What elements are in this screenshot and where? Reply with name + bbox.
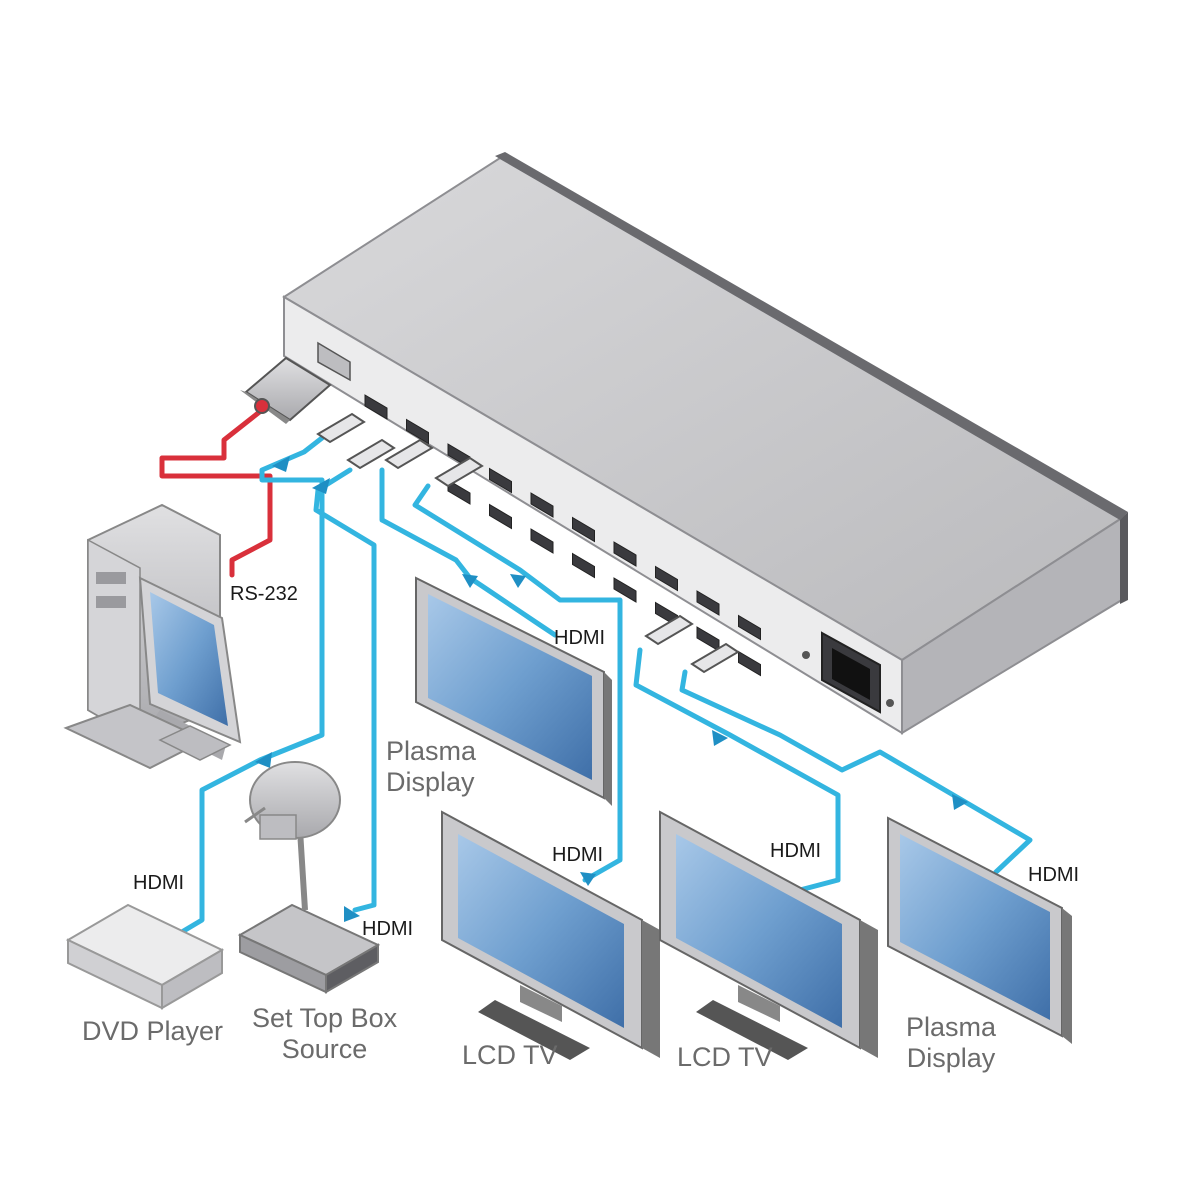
rs232-connector-icon	[240, 356, 332, 424]
caption-plasma-right: Plasma Display	[906, 1012, 997, 1073]
matrix-switcher-device	[282, 152, 1128, 735]
hdmi-label-plasma-right: HDMI	[1028, 864, 1080, 886]
lcd-tv-icon-2	[659, 810, 878, 1060]
hdmi-label-lcd1: HDMI	[552, 844, 604, 866]
caption-lcd-tv-2: LCD TV	[677, 1042, 773, 1072]
hdmi-port	[696, 626, 720, 652]
hdmi-port	[613, 577, 637, 603]
hdmi-port	[738, 650, 761, 677]
dvd-player-icon	[65, 903, 225, 1010]
hdmi-port	[613, 541, 637, 567]
hdmi-plug	[644, 614, 694, 646]
plasma-display-icon-2	[887, 816, 1072, 1044]
hdmi-connector-icon	[316, 412, 740, 674]
hdmi-cable-dvd	[313, 467, 377, 913]
hdmi-label-dvd: HDMI	[133, 872, 185, 894]
hdmi-port	[572, 552, 595, 579]
signal-arrows	[255, 456, 968, 922]
pc-monitor-screen	[150, 592, 228, 726]
hdmi-port	[447, 479, 471, 505]
hdmi-cable-lcd2	[633, 647, 841, 893]
hdmi-port	[530, 528, 554, 554]
hdmi-port	[696, 590, 720, 616]
rs232-cable	[159, 407, 273, 578]
hdmi-port	[364, 394, 388, 420]
rs232-port	[317, 341, 351, 382]
caption-plasma-top: Plasma Display	[386, 736, 477, 797]
hdmi-cable-plasma-right	[679, 669, 1033, 875]
caption-dvd-player: DVD Player	[82, 1016, 224, 1046]
hdmi-label-plasma-top: HDMI	[554, 627, 606, 649]
hdmi-plug	[434, 456, 484, 488]
hdmi-port	[489, 467, 512, 494]
rack-ear-right	[1120, 512, 1128, 604]
pc-computer-icon	[63, 503, 242, 770]
hdmi-label-lcd2: HDMI	[770, 840, 822, 862]
hdmi-port	[655, 565, 678, 592]
hdmi-label-stb: HDMI	[362, 918, 414, 940]
hdmi-port	[489, 503, 512, 530]
hdmi-plug	[346, 438, 396, 470]
caption-lcd-tv-1: LCD TV	[462, 1040, 558, 1070]
hdmi-plug	[690, 642, 740, 674]
plasma-display-icon	[415, 576, 612, 806]
hdmi-plug	[316, 412, 366, 444]
rack-ear	[495, 152, 1128, 520]
hdmi-port-array	[364, 394, 761, 677]
hdmi-plug	[384, 438, 434, 470]
set-top-box-icon	[237, 903, 381, 994]
hdmi-port	[530, 492, 554, 518]
rs232-label: RS-232	[230, 583, 298, 605]
hdmi-port	[406, 418, 429, 445]
caption-set-top-box: Set Top Box Source	[252, 1003, 398, 1064]
lcd-tv-icon	[441, 810, 660, 1060]
hdmi-cable-lcd1	[412, 483, 623, 883]
hdmi-port	[738, 614, 761, 641]
power-socket-icon	[802, 631, 894, 714]
hdmi-port	[572, 516, 595, 543]
satellite-dish-icon	[244, 761, 341, 911]
